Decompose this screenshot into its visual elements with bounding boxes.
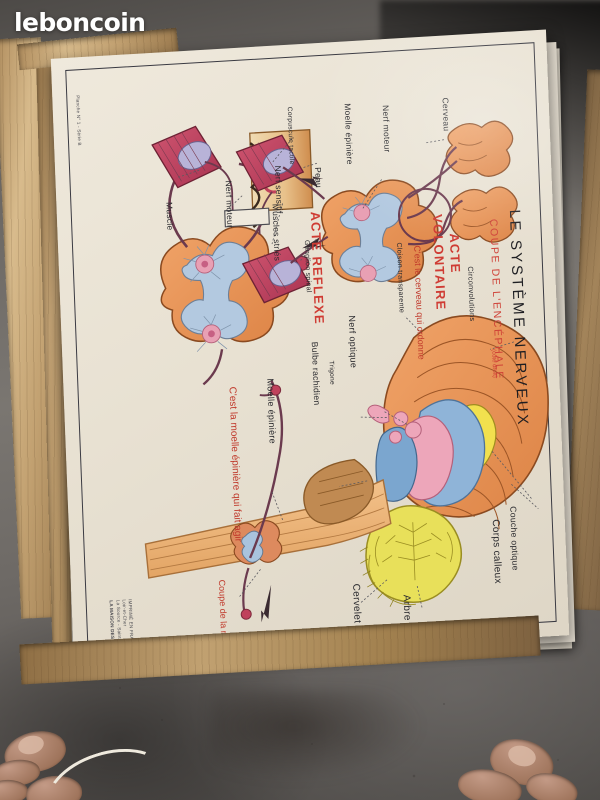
label-cervelet: Cervelet bbox=[350, 583, 363, 624]
encephale-section bbox=[144, 315, 549, 623]
reflex-muscle bbox=[151, 125, 222, 189]
foot-right bbox=[452, 732, 600, 800]
voluntary-arrows bbox=[299, 176, 327, 249]
voluntary-spinal-cord bbox=[320, 179, 439, 283]
leboncoin-watermark: leboncoin bbox=[14, 8, 146, 37]
optic-structures bbox=[367, 404, 422, 444]
label-trigone: Trigone bbox=[327, 360, 336, 386]
medulla-block bbox=[303, 458, 375, 525]
poster-illustration bbox=[144, 120, 549, 623]
poster-subtitle-note: (côté droit) bbox=[490, 348, 498, 378]
leader-lines bbox=[177, 138, 539, 608]
label-nerf-moteur: Nerf moteur bbox=[223, 180, 236, 229]
floor-stain bbox=[210, 690, 420, 780]
voluntary-nerve-paths bbox=[282, 146, 463, 264]
nerve-junction-box bbox=[224, 207, 270, 228]
label-nerf-optique: Nerf optique bbox=[346, 315, 359, 369]
long-nerve bbox=[248, 379, 284, 559]
label-muscle: Muscle bbox=[164, 201, 176, 231]
arbor-vitae bbox=[374, 522, 453, 581]
publisher-region: Loir-et-Cher bbox=[121, 599, 128, 627]
label-muscles-stries: Muscles striés bbox=[270, 203, 283, 262]
anatomy-poster[interactable]: LE SYSTÈME NERVEUX COUPE DE L'ENCÉPHALE … bbox=[50, 29, 570, 665]
down-arrow bbox=[261, 584, 272, 623]
voluntary-cerebrum bbox=[445, 120, 518, 243]
poster-content: LE SYSTÈME NERVEUX COUPE DE L'ENCÉPHALE … bbox=[51, 29, 570, 665]
reflex-spinal-cord bbox=[159, 162, 310, 386]
